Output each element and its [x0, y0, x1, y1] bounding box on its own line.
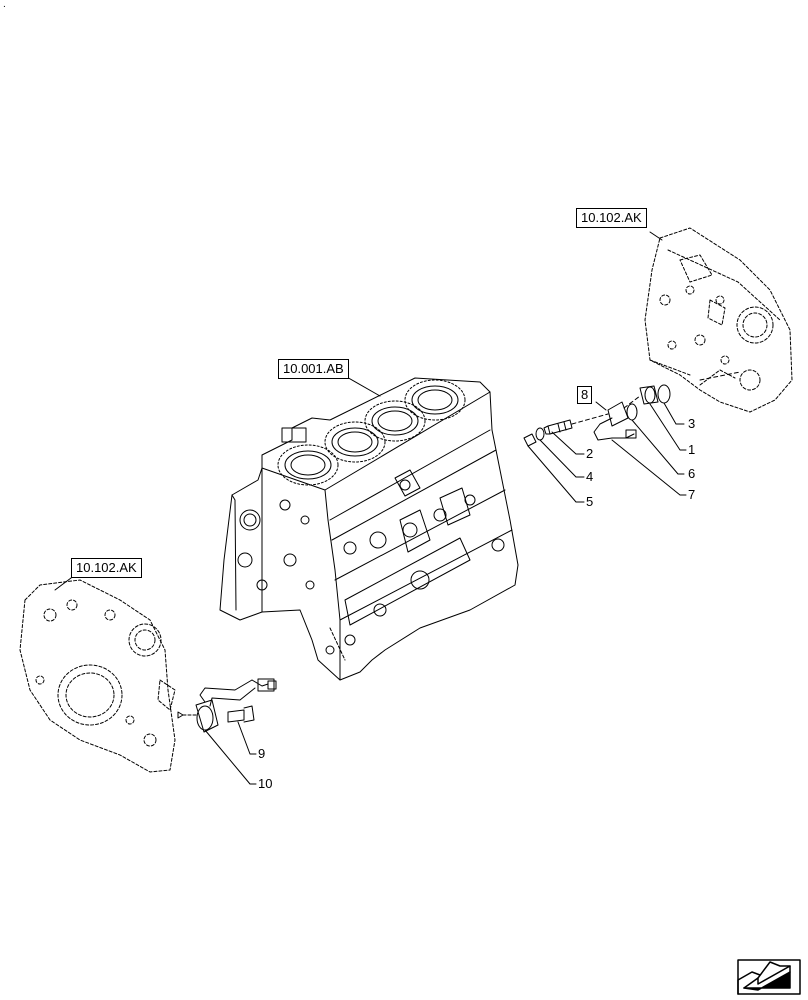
callout-6: 6 — [688, 466, 696, 481]
leader-lines — [54, 231, 687, 785]
front-cover-right-drawing — [644, 227, 793, 413]
callout-10: 10 — [258, 776, 273, 791]
corner-mark: . — [3, 0, 6, 10]
callout-8: 8 — [577, 386, 593, 404]
reference-box-front-cover-right[interactable]: 10.102.AK — [576, 208, 647, 228]
reference-box-front-cover-left[interactable]: 10.102.AK — [71, 558, 142, 578]
sensor-assembly-left-drawing — [177, 678, 277, 733]
callout-4: 4 — [586, 469, 594, 484]
sensor-assembly-right-drawing — [523, 371, 741, 447]
callout-3: 3 — [688, 416, 696, 431]
next-page-arrow-icon[interactable] — [737, 959, 801, 995]
callout-7: 7 — [688, 487, 696, 502]
callout-5: 5 — [586, 494, 594, 509]
front-cover-left-drawing — [19, 579, 176, 773]
engine-block-drawing — [219, 377, 519, 681]
callout-9: 9 — [258, 746, 266, 761]
callout-2: 2 — [586, 446, 594, 461]
callout-1: 1 — [688, 442, 696, 457]
reference-box-engine-block[interactable]: 10.001.AB — [278, 359, 349, 379]
